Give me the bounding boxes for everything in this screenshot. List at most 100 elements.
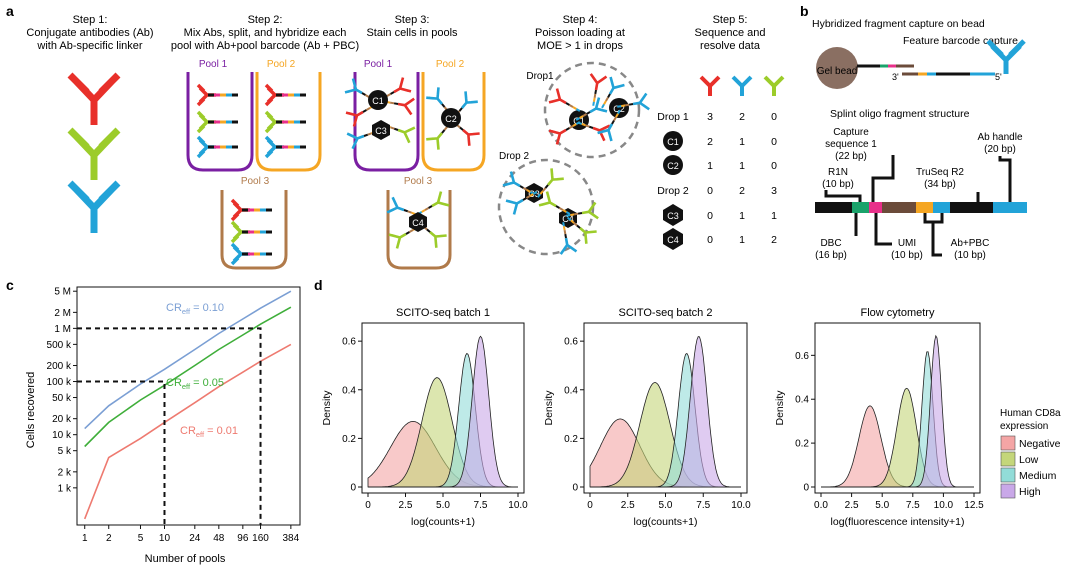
drop-antibody-0 (548, 88, 581, 112)
step2-p2-ab-red-barcode-4 (300, 93, 306, 97)
antibody-red-icon (67, 72, 121, 125)
chart-c-ytick-label: 1 k (58, 483, 72, 494)
step4-line2: MOE > 1 in drops (537, 40, 623, 52)
table-cell-value: 1 (707, 160, 713, 172)
drop-antibody-4-tail-1 (605, 96, 609, 102)
drop1-label: Drop1 (526, 71, 554, 82)
step3-antibody-0-tail-1 (364, 94, 370, 98)
step2-p2-ab-blue-barcode-1 (282, 145, 288, 149)
drop1-circle (543, 61, 641, 159)
step3-antibody-1-body (345, 110, 364, 127)
step3-antibody-13-body (388, 232, 407, 249)
drop-antibody-12-tail-3 (566, 214, 571, 217)
table-antibody-green-icon (763, 75, 785, 96)
step3-cell-c4: C4 (412, 218, 424, 228)
drop-antibody-1-tail-1 (568, 125, 574, 129)
step2-p1-ab-blue-barcode-4 (232, 145, 238, 149)
segment-abpbc (933, 202, 950, 213)
drop-antibody-13 (559, 222, 578, 255)
density-xtick-label: 5.0 (436, 500, 450, 511)
drop-antibody-7-tail-2 (592, 97, 596, 102)
drop-antibody-6-tail-3 (617, 109, 621, 115)
capture-seq-name-1: Capture (833, 127, 869, 138)
drop-antibody-14-tail-0 (576, 224, 581, 229)
step2-p2-ab-blue-barcode-3 (294, 145, 300, 149)
drop-antibody-11 (538, 191, 571, 215)
drop-antibody-0-tail-3 (575, 108, 581, 112)
gel-bead-label: Gel bead (817, 66, 858, 77)
antibody-blue-icon (67, 180, 121, 233)
drop-antibody-5-tail-3 (617, 105, 622, 108)
drop-antibody-5-tail-2 (621, 104, 626, 108)
table-cell-value: 0 (707, 210, 713, 222)
step3-antibody-13-tail-1 (408, 229, 414, 233)
cell-c1-icon (368, 90, 388, 110)
chart-c-series-line (84, 290, 292, 430)
table-cell-value: 1 (739, 210, 745, 222)
abpbc-size: (10 bp) (954, 250, 986, 261)
drop-antibody-13-tail-1 (563, 229, 567, 235)
step2-line2: pool with Ab+pool barcode (Ab + PBC) (171, 40, 359, 52)
density-xtick-label: 2.5 (621, 500, 635, 511)
density-frame (814, 322, 981, 494)
drop-antibody-10-tail-3 (536, 193, 542, 198)
table-row-label: C4 (667, 235, 679, 245)
drop-antibody-2-tail-2 (579, 115, 584, 119)
drop-antibody-7-tail-3 (592, 101, 595, 106)
drop-antibody-6 (597, 109, 621, 142)
drop-antibody-0-body (548, 88, 567, 105)
step2-p3-ab-green (230, 220, 272, 244)
step3-antibody-9-tail-1 (443, 126, 448, 131)
segment-truseq (950, 202, 993, 213)
step2-p2-ab-red-barcode-3 (294, 93, 300, 97)
density-xtick-label: 0 (587, 500, 593, 511)
table-cell-value: 3 (771, 185, 777, 197)
step3-line1: Stain cells in pools (366, 27, 458, 39)
step3-title: Step 3: (395, 14, 430, 26)
table-row-label: C2 (667, 161, 679, 171)
table-cell-value: 3 (707, 111, 713, 123)
drop2-circle (497, 158, 595, 256)
step2-p3-ab-blue-body (230, 242, 250, 266)
step2-line1: Mix Abs, split, and hybridize each (184, 27, 347, 39)
step2-p3-ab-blue-barcode-3 (260, 252, 266, 256)
drop-antibody-2-body (589, 97, 608, 114)
chart-c-ytick-label: 5 M (54, 287, 71, 298)
chart-c-series-label: CReff = 0.05 (166, 377, 224, 391)
drop-antibody-8-tail-0 (519, 185, 524, 189)
drop-antibody-8-tail-1 (522, 187, 528, 191)
drop-antibody-7 (589, 73, 608, 106)
density-xlabel: log(counts+1) (634, 516, 698, 528)
step2-p1-ab-blue-barcode-1 (214, 145, 220, 149)
step2-p3-ab-red (230, 198, 272, 222)
drop-antibody-3-tail-3 (577, 121, 583, 125)
density-area-high (821, 334, 974, 488)
drop-antibody-6-body (597, 123, 614, 142)
drop-antibody-9-tail-3 (532, 191, 538, 195)
drop-antibody-6-tail-1 (613, 116, 617, 122)
drop-antibody-1-tail-2 (572, 123, 577, 127)
panel-d: d SCITO-seq batch 1log(counts+1)Density0… (314, 277, 1061, 528)
chart-c-ytick-label: 100 k (47, 377, 72, 388)
step2-p2-ab-red (264, 83, 306, 107)
cell-c4-icon (409, 212, 427, 232)
density-xtick-label: 10.0 (508, 500, 528, 511)
handle-name: Ab handle (977, 132, 1022, 143)
drop-antibody-5 (617, 92, 650, 111)
density-ytick-label: 0 (803, 483, 809, 494)
step2-p3-ab-blue-barcode-4 (266, 252, 272, 256)
chart-c-series-line (83, 343, 292, 520)
table-cell-value: 1 (739, 160, 745, 172)
table-antibody-blue-icon (731, 75, 753, 96)
chart-c-xtick-label: 160 (252, 533, 269, 544)
step2-p1-ab-green-barcode-4 (232, 120, 238, 124)
step2-p3-ab-green-barcode-0 (242, 230, 248, 234)
step2-p2-ab-green-barcode-2 (288, 120, 294, 124)
chart-c-ylabel: Cells recovered (25, 372, 37, 448)
step3-cell-c3: C3 (375, 126, 387, 136)
density-title: SCITO-seq batch 2 (619, 307, 713, 319)
